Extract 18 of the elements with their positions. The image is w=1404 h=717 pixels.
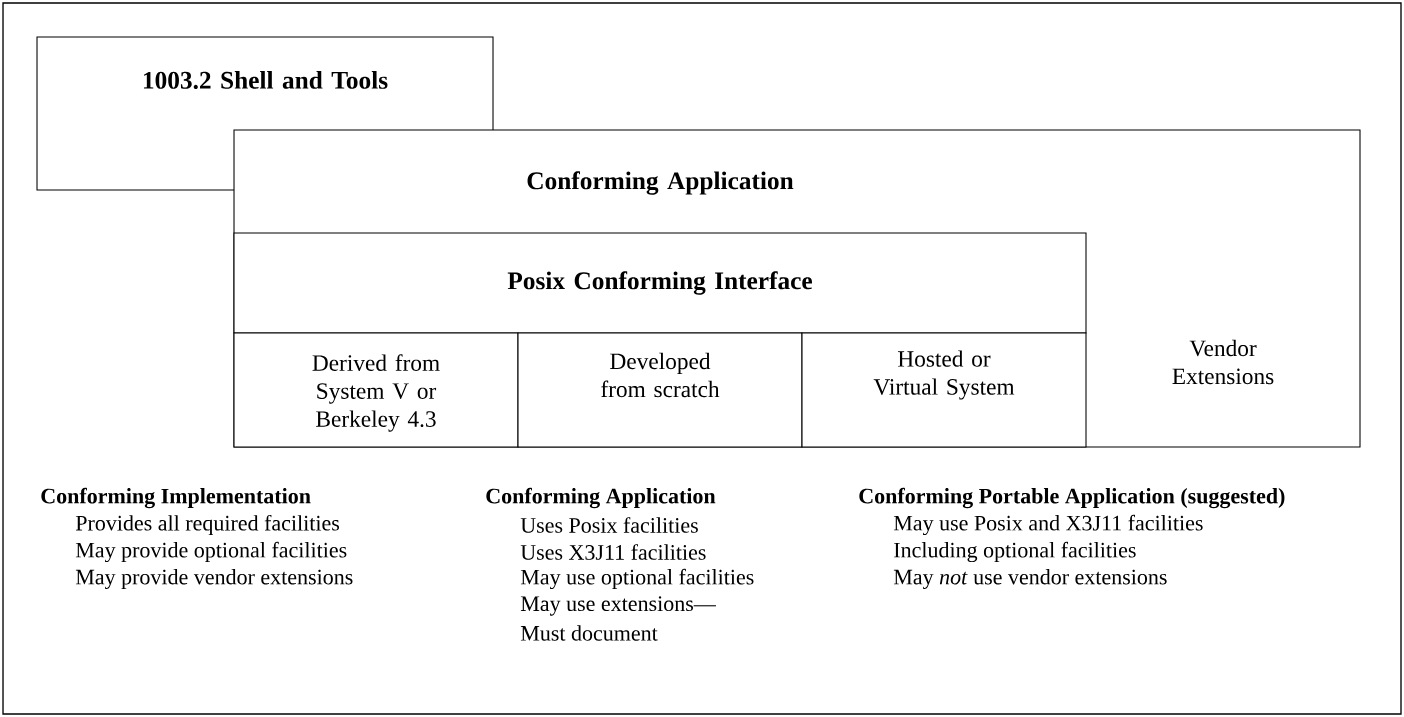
column-heading: Conforming Application [486, 487, 716, 509]
list-item: May provide optional facilities [75, 541, 347, 563]
column-heading: Conforming Portable Application (suggested) [859, 487, 1285, 509]
list-item: Uses X3J11 facilities [520, 544, 706, 560]
list-item: May provide vendor extensions [75, 569, 353, 589]
list-item: Must document [520, 625, 658, 641]
extensions-region: Vendor Extensions [1172, 339, 1274, 385]
list-item: May use optional facilities [520, 568, 754, 590]
column-heading: Conforming Implementation [41, 487, 311, 509]
list-item: Including optional facilities [894, 541, 1136, 563]
list-item: Provides all required facilities [75, 514, 340, 536]
list-item: May not use vendor extensions [893, 569, 1167, 589]
implementation-cell: Derived from System V or Berkeley 4.3 [233, 332, 519, 448]
list-item: Uses Posix facilities [520, 517, 698, 533]
implementation-cell: Hosted or Virtual System [801, 332, 1087, 448]
implementation-cell: Developed from scratch [517, 332, 803, 448]
list-item: May use extensions— [520, 596, 716, 616]
list-item: May use Posix and X3J11 facilities [893, 514, 1203, 536]
